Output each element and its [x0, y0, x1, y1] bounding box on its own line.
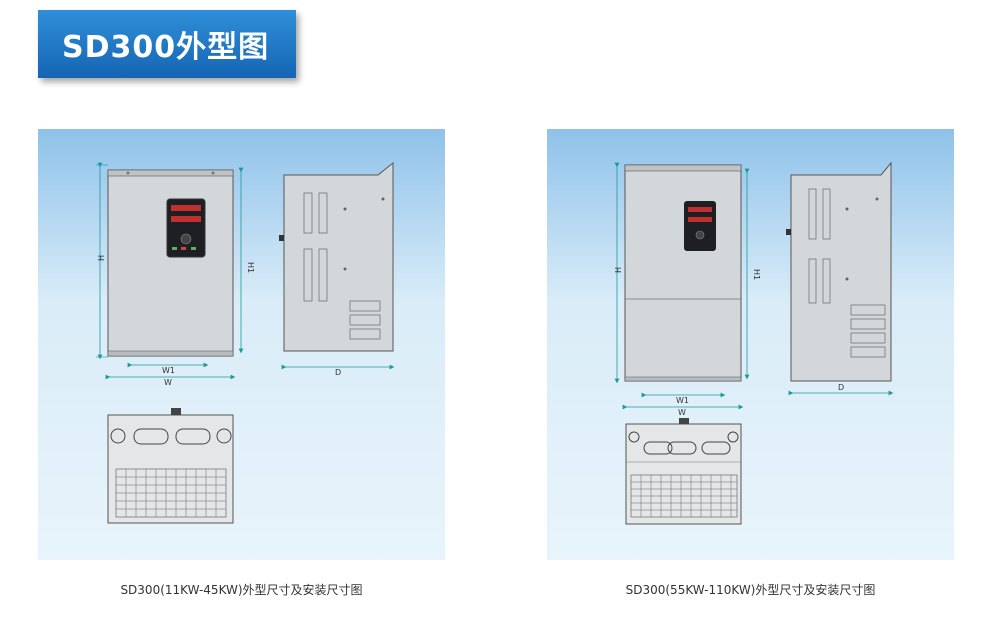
diagram-panel-large: H H1 W1 W D: [547, 129, 954, 560]
dimension-w1: W1: [641, 392, 726, 405]
front-view: [107, 169, 234, 357]
page-title: SD300外型图: [62, 30, 270, 65]
label-h1: H1: [752, 269, 761, 280]
diagram-panel-small: H H1 W1 W D: [38, 129, 445, 560]
bottom-view: [107, 408, 234, 524]
side-view: [786, 161, 892, 382]
dimension-d: D: [788, 383, 894, 396]
label-d: D: [335, 368, 341, 377]
dimension-h: H: [96, 162, 108, 360]
dimension-w1: W1: [127, 362, 209, 375]
label-d: D: [838, 383, 844, 392]
dimension-w: W: [622, 404, 744, 417]
side-view: [279, 161, 394, 352]
label-h: H: [97, 255, 106, 261]
label-h1: H1: [246, 262, 255, 273]
caption-large-drive: SD300(55KW-110KW)外型尺寸及安装尺寸图: [625, 583, 876, 597]
title-banner: SD300外型图: [38, 10, 296, 78]
label-w: W: [678, 408, 686, 417]
large-drive-drawing: H H1 W1 W D: [614, 161, 894, 525]
dimension-h1: H1: [744, 168, 761, 380]
label-w1: W1: [676, 396, 689, 405]
dimension-h: H: [614, 162, 623, 384]
dimension-d: D: [281, 364, 395, 377]
dimension-w: W: [105, 374, 236, 387]
bottom-view: [625, 418, 742, 525]
front-view: [624, 164, 742, 382]
label-w1: W1: [162, 366, 175, 375]
small-drive-drawing: H H1 W1 W D: [96, 161, 395, 524]
label-w: W: [164, 378, 172, 387]
caption-small-drive: SD300(11KW-45KW)外型尺寸及安装尺寸图: [120, 583, 363, 597]
label-h: H: [614, 267, 623, 273]
dimension-h1: H1: [238, 167, 255, 354]
